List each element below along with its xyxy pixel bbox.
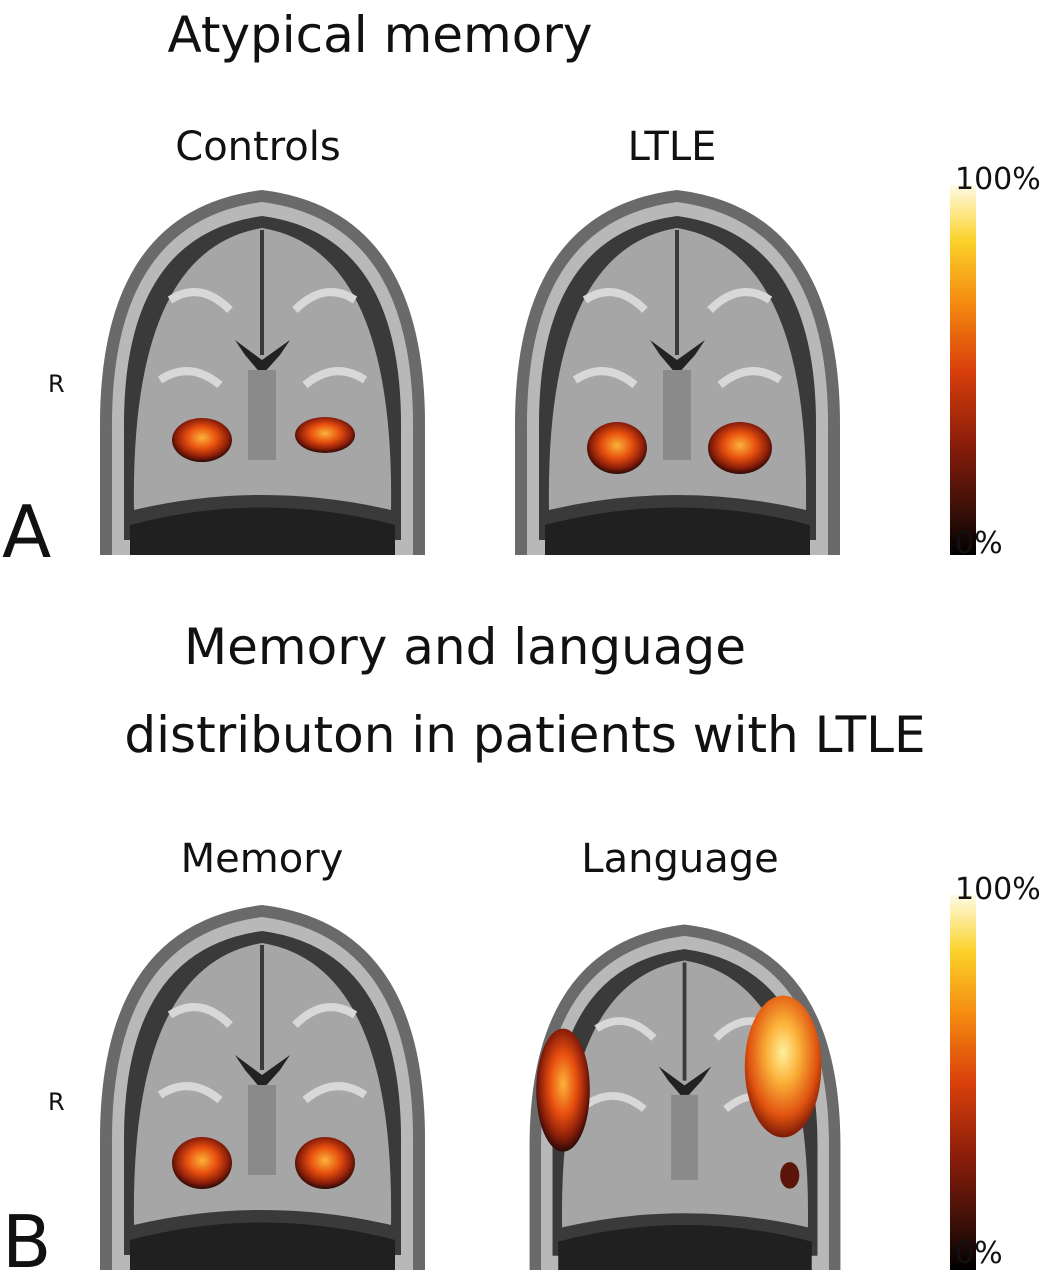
panel-b-label: B bbox=[2, 1200, 52, 1284]
column-label-language: Language bbox=[581, 836, 779, 882]
activation-blob-right bbox=[172, 1137, 232, 1189]
right-hemisphere-marker-b: R bbox=[48, 1088, 65, 1116]
colorbar-a-max-label: 100% bbox=[955, 162, 1041, 197]
activation-blob-left bbox=[295, 1137, 355, 1189]
colorbar-b bbox=[950, 895, 976, 1270]
brain-image-memory bbox=[90, 895, 435, 1270]
activation-blob-left bbox=[744, 995, 822, 1138]
right-hemisphere-marker: R bbox=[48, 370, 65, 398]
activation-blob-left bbox=[708, 422, 772, 474]
colorbar-a-min-label: 0% bbox=[955, 526, 1003, 561]
activation-blob-right bbox=[536, 1028, 590, 1152]
activation-blob-right bbox=[172, 418, 232, 462]
column-label-memory: Memory bbox=[180, 836, 344, 882]
colorbar-a bbox=[950, 185, 976, 555]
activation-blob-right bbox=[587, 422, 647, 474]
colorbar-b-min-label: 0% bbox=[955, 1236, 1003, 1271]
column-label-ltle: LTLE bbox=[627, 124, 717, 170]
activation-blob-left bbox=[295, 417, 355, 453]
panel-b-title-line2: distributon in patients with LTLE bbox=[124, 706, 926, 764]
column-label-controls: Controls bbox=[175, 124, 341, 170]
activation-blob-small bbox=[780, 1162, 800, 1189]
brain-image-language bbox=[520, 915, 850, 1270]
brain-image-controls bbox=[90, 180, 435, 555]
colorbar-b-max-label: 100% bbox=[955, 872, 1041, 907]
panel-b-title-line1: Memory and language bbox=[184, 618, 746, 676]
brain-image-ltle bbox=[505, 180, 850, 555]
panel-a-title: Atypical memory bbox=[167, 6, 593, 64]
panel-a-label: A bbox=[2, 490, 52, 574]
